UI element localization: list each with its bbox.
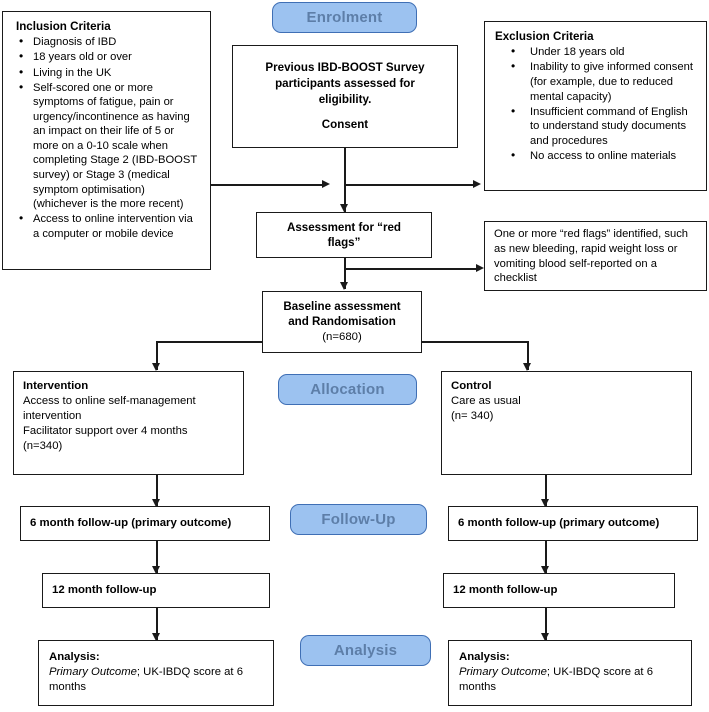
inclusion-criteria-box: Inclusion Criteria Diagnosis of IBD 18 y…: [2, 11, 211, 270]
intervention-count: (n=340): [23, 440, 63, 453]
exclusion-criteria-title: Exclusion Criteria: [495, 30, 594, 43]
analysis-left-box: Analysis: Primary Outcome; UK-IBDQ score…: [38, 640, 274, 706]
randomisation-line-1: Baseline assessment: [283, 300, 401, 314]
list-item: Diagnosis of IBD: [19, 34, 202, 50]
stage-badge-enrolment-label: Enrolment: [306, 9, 383, 26]
analysis-left-emphasis: Primary Outcome: [49, 666, 137, 679]
control-line-1: Care as usual: [451, 395, 521, 408]
followup-right-12month-box: 12 month follow-up: [443, 573, 675, 608]
control-title: Control: [451, 380, 492, 392]
followup-left-12month-label: 12 month follow-up: [52, 583, 157, 596]
followup-right-12month-label: 12 month follow-up: [453, 583, 558, 596]
connector-intervention-drop: [156, 341, 158, 370]
list-item: Access to online intervention via a comp…: [19, 211, 202, 241]
followup-right-6month-box: 6 month follow-up (primary outcome): [448, 506, 698, 541]
followup-left-12month-box: 12 month follow-up: [42, 573, 270, 608]
connector-6month-to-12month-right: [545, 541, 547, 573]
redflags-assessment-line-2: flags”: [327, 236, 361, 249]
connector-control-drop: [527, 341, 529, 370]
control-box: Control Care as usual (n= 340): [441, 371, 692, 475]
arrow-down-to-intervention: [152, 363, 160, 371]
screening-consent-box: Previous IBD-BOOST Survey participants a…: [232, 45, 458, 148]
stage-badge-allocation-label: Allocation: [310, 381, 385, 398]
analysis-left-detail: Primary Outcome; UK-IBDQ score at 6 mont…: [49, 665, 264, 695]
control-count: (n= 340): [451, 410, 494, 423]
screening-consent-text: Previous IBD-BOOST Survey participants a…: [265, 60, 424, 133]
list-item: Under 18 years old: [511, 44, 698, 60]
analysis-left-rest: ; UK-IBDQ score at 6 months: [49, 666, 243, 694]
connector-redflags-branch-right: [344, 268, 476, 270]
followup-right-6month-label: 6 month follow-up (primary outcome): [458, 516, 660, 529]
connector-randomisation-to-control: [421, 341, 528, 343]
connector-junction-to-exclusion: [345, 184, 473, 186]
analysis-right-title: Analysis:: [459, 651, 510, 663]
arrow-right-to-redflags-identified: [476, 264, 484, 272]
intervention-line-2: Facilitator support over 4 months: [23, 425, 188, 438]
arrow-down-to-randomisation: [340, 282, 348, 290]
exclusion-criteria-list: Under 18 years old Inability to give inf…: [494, 44, 698, 164]
arrow-down-to-control: [523, 363, 531, 371]
connector-randomisation-to-intervention: [156, 341, 263, 343]
analysis-left-title: Analysis:: [49, 651, 100, 663]
redflags-identified-text: One or more “red flags” identified, such…: [494, 227, 689, 285]
list-item: Insufficient command of English to under…: [511, 104, 698, 149]
screening-line-1: Previous IBD-BOOST Survey: [265, 60, 425, 74]
list-item: Inability to give informed consent (for …: [511, 59, 698, 104]
redflags-assessment-line-1: Assessment for “red: [286, 220, 402, 234]
stage-badge-followup-label: Follow-Up: [321, 511, 396, 528]
arrow-down-to-12month-left: [152, 566, 160, 574]
spacer: [265, 107, 424, 117]
followup-left-6month-box: 6 month follow-up (primary outcome): [20, 506, 270, 541]
connector-redflags-to-randomisation: [344, 258, 346, 289]
intervention-box: Intervention Access to online self-manag…: [13, 371, 244, 475]
stage-badge-allocation: Allocation: [278, 374, 417, 405]
stage-badge-analysis: Analysis: [300, 635, 431, 666]
connector-intervention-to-6month: [156, 475, 158, 506]
screening-line-2: participants assessed for: [275, 76, 415, 90]
arrow-right-to-exclusion: [473, 180, 481, 188]
redflags-assessment-box: Assessment for “red flags”: [256, 212, 432, 258]
arrow-down-to-6month-left: [152, 499, 160, 507]
stage-badge-followup: Follow-Up: [290, 504, 427, 535]
inclusion-criteria-list: Diagnosis of IBD 18 years old or over Li…: [12, 34, 202, 241]
connector-6month-to-12month-left: [156, 541, 158, 573]
intervention-line-1: Access to online self-management interve…: [23, 395, 196, 423]
analysis-right-rest: ; UK-IBDQ score at 6 months: [459, 666, 653, 694]
randomisation-line-2: and Randomisation: [288, 315, 396, 329]
arrow-down-to-6month-right: [541, 499, 549, 507]
arrow-down-to-12month-right: [541, 566, 549, 574]
exclusion-criteria-box: Exclusion Criteria Under 18 years old In…: [484, 21, 707, 191]
stage-badge-enrolment: Enrolment: [272, 2, 417, 33]
arrow-down-to-analysis-left: [152, 633, 160, 641]
connector-screening-to-redflags: [344, 148, 346, 212]
arrow-right-into-junction: [322, 180, 330, 188]
redflags-identified-box: One or more “red flags” identified, such…: [484, 221, 707, 291]
arrow-down-to-redflags-assessment: [340, 204, 348, 212]
intervention-title: Intervention: [23, 380, 89, 392]
analysis-right-box: Analysis: Primary Outcome; UK-IBDQ score…: [448, 640, 692, 706]
list-item: No access to online materials: [511, 148, 698, 164]
followup-left-6month-label: 6 month follow-up (primary outcome): [30, 516, 232, 529]
connector-12month-to-analysis-right: [545, 608, 547, 640]
inclusion-criteria-title: Inclusion Criteria: [16, 20, 111, 33]
randomisation-count: (n=680): [322, 330, 362, 343]
analysis-right-emphasis: Primary Outcome: [459, 666, 547, 679]
connector-control-to-6month: [545, 475, 547, 506]
arrow-down-to-analysis-right: [541, 633, 549, 641]
connector-12month-to-analysis-left: [156, 608, 158, 640]
analysis-right-detail: Primary Outcome; UK-IBDQ score at 6 mont…: [459, 665, 682, 695]
randomisation-box: Baseline assessment and Randomisation (n…: [262, 291, 422, 353]
stage-badge-analysis-label: Analysis: [333, 642, 398, 659]
screening-consent-label: Consent: [321, 118, 369, 132]
screening-line-3: eligibility.: [318, 92, 372, 106]
list-item: Self-scored one or more symptoms of fati…: [19, 80, 202, 212]
list-item: 18 years old or over: [19, 49, 202, 65]
list-item: Living in the UK: [19, 65, 202, 81]
connector-inclusion-to-junction: [211, 184, 324, 186]
